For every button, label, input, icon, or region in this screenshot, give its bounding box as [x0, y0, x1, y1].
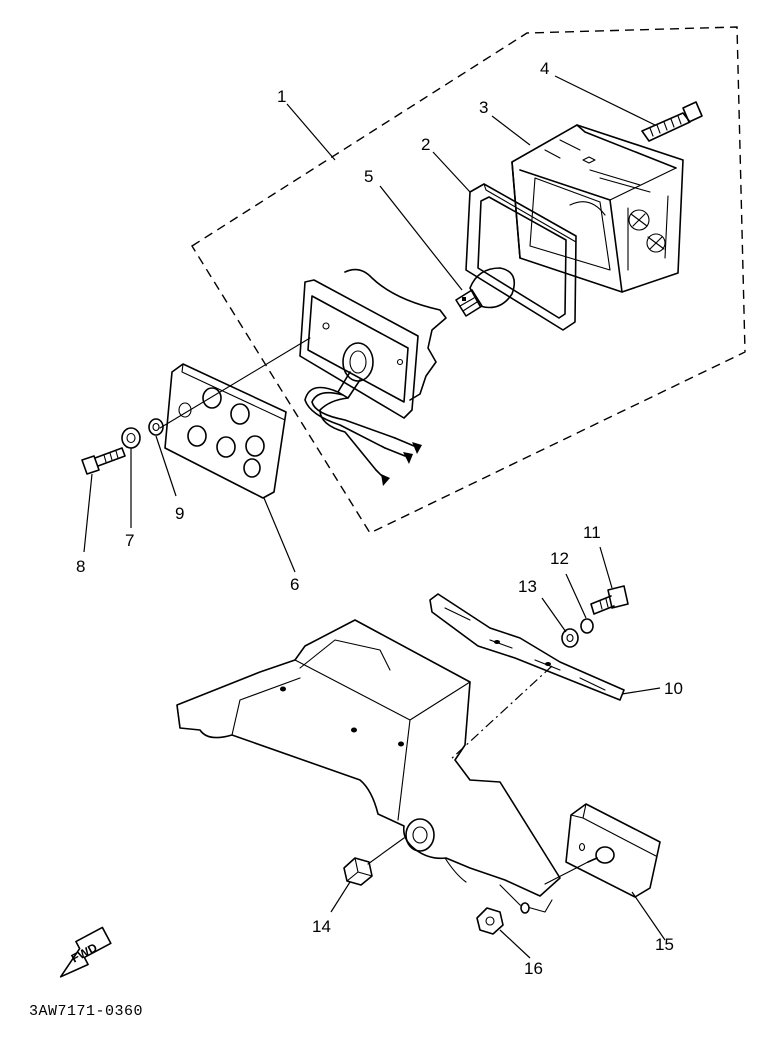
- callout-2: 2: [421, 135, 430, 154]
- reflector: [565, 803, 661, 898]
- callout-14: 14: [312, 917, 331, 936]
- lens-screw: [641, 101, 703, 142]
- callout-9: 9: [175, 504, 184, 523]
- reflector-nut: [476, 907, 504, 935]
- lock-washer: [148, 418, 164, 436]
- assembly-guide-line: [449, 665, 553, 761]
- diagram-code: 3AW7171-0360: [29, 1003, 143, 1020]
- callout-11: 11: [583, 523, 601, 542]
- lens-gasket: [465, 183, 577, 331]
- callout-10: 10: [664, 679, 683, 698]
- leader-lines: [83, 75, 666, 959]
- light-housing: [299, 268, 447, 486]
- callout-1: 1: [277, 87, 286, 106]
- callout-6: 6: [290, 575, 299, 594]
- callout-8: 8: [76, 557, 85, 576]
- stay-washer: [561, 628, 579, 648]
- assembly-guide-line: [159, 337, 311, 429]
- callout-7: 7: [125, 531, 134, 550]
- callout-4: 4: [540, 59, 549, 78]
- bolt: [81, 447, 126, 475]
- callout-16: 16: [524, 959, 543, 978]
- assembly-guide-line: [544, 861, 589, 885]
- light-base-plate: [164, 363, 287, 499]
- callout-13: 13: [518, 577, 537, 596]
- callout-3: 3: [479, 98, 488, 117]
- fwd-label: FWD: [69, 940, 100, 965]
- stay-bolt: [590, 585, 629, 615]
- rear-fender-bracket: [176, 619, 561, 914]
- callout-5: 5: [364, 167, 373, 186]
- license-plate-stay: [429, 593, 625, 701]
- bulb: [455, 267, 516, 317]
- tail-light-assembly-outline: [191, 26, 746, 534]
- stay-lock-washer: [580, 618, 594, 634]
- assembly-guide-line: [367, 837, 405, 865]
- washer: [121, 427, 141, 449]
- forward-direction-arrow: FWD: [59, 926, 112, 978]
- tail-light-lens: [511, 124, 684, 293]
- callout-15: 15: [655, 935, 674, 954]
- callout-12: 12: [550, 549, 569, 568]
- nut: [343, 857, 373, 886]
